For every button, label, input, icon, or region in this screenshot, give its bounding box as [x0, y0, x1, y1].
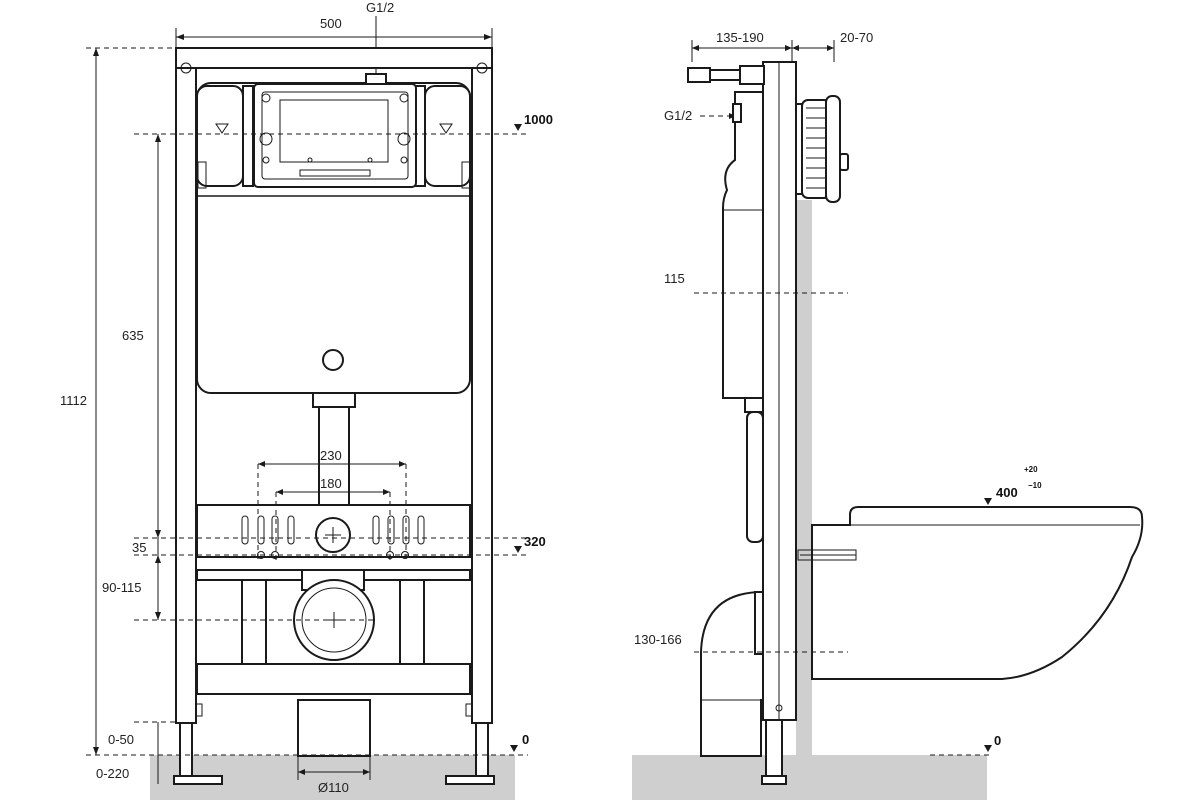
top-bar: [175, 47, 493, 69]
flush-plate-frame: [253, 83, 417, 188]
drain-bend: [700, 590, 764, 757]
range-0-50-label: 0-50: [108, 732, 134, 747]
pipe-d110-label: Ø110: [318, 780, 349, 795]
level-0-label: 0: [522, 732, 529, 747]
level-320-label: 320: [524, 534, 546, 549]
height-total-label: 1112: [60, 393, 87, 408]
dim-115-label: 115: [664, 271, 685, 286]
bowl-height-label: 400: [996, 485, 1018, 500]
side-wall: [796, 200, 812, 756]
front-view: 500 G1/2: [60, 0, 553, 800]
front-width-label: 500: [320, 16, 342, 31]
side-floor: [632, 755, 987, 800]
range-20-70-label: 20-70: [840, 30, 873, 45]
side-supply-label: G1/2: [664, 108, 692, 123]
height-tank-label: 635: [122, 328, 144, 343]
bolt-180-label: 180: [320, 476, 342, 491]
spacing-35-label: 35: [132, 540, 146, 555]
toilet-bowl: [811, 506, 1144, 680]
bolt-230-label: 230: [320, 448, 342, 463]
range-0-220-label: 0-220: [96, 766, 129, 781]
front-supply-label: G1/2: [366, 0, 394, 15]
range-130-166-label: 130-166: [634, 632, 682, 647]
right-post: [471, 47, 493, 724]
side-view: 135-190 20-70 G1/2: [632, 30, 1144, 800]
cistern-side: [722, 91, 764, 399]
side-level-0-label: 0: [994, 733, 1001, 748]
range-135-190-label: 135-190: [716, 30, 764, 45]
range-90-115-label: 90-115: [102, 580, 142, 595]
level-1000-label: 1000: [524, 112, 553, 127]
bowl-tol-plus: +20: [1024, 465, 1038, 474]
bowl-tol-minus: −10: [1028, 481, 1042, 490]
left-post: [175, 47, 197, 724]
